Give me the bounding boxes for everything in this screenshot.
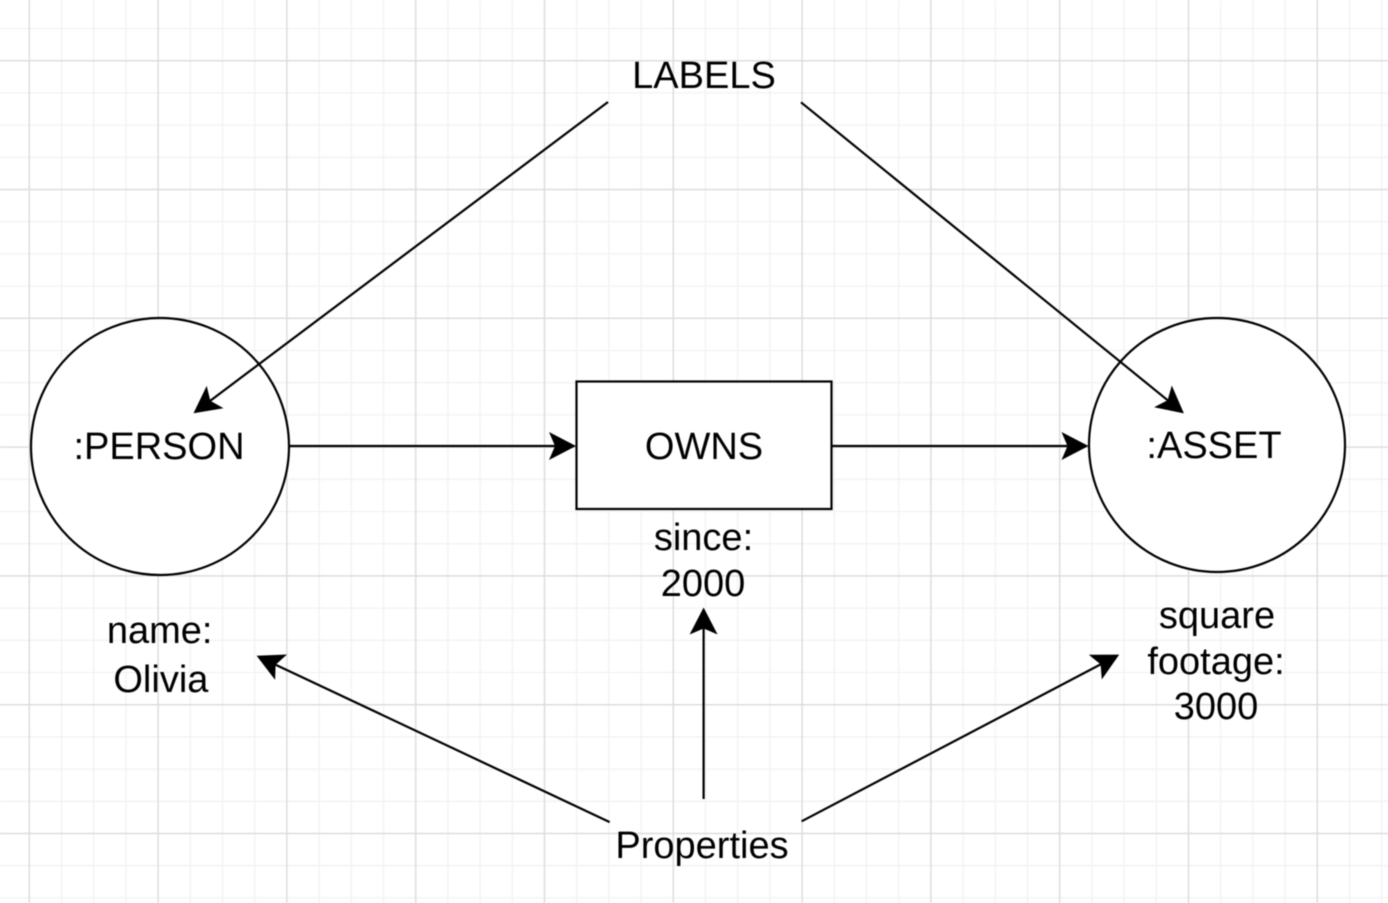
svg-text:square: square	[1159, 595, 1275, 637]
svg-text:name:: name:	[107, 610, 213, 652]
svg-text:since:: since:	[654, 517, 753, 559]
svg-text:3000: 3000	[1174, 686, 1259, 728]
svg-text:Olivia: Olivia	[113, 659, 209, 701]
svg-text:footage:: footage:	[1147, 641, 1284, 683]
svg-text:LABELS: LABELS	[632, 55, 776, 97]
svg-text:Properties: Properties	[615, 825, 788, 867]
svg-text::ASSET: :ASSET	[1146, 425, 1281, 467]
svg-text:2000: 2000	[661, 563, 746, 605]
svg-text:OWNS: OWNS	[645, 426, 763, 468]
svg-text::PERSON: :PERSON	[73, 426, 244, 468]
